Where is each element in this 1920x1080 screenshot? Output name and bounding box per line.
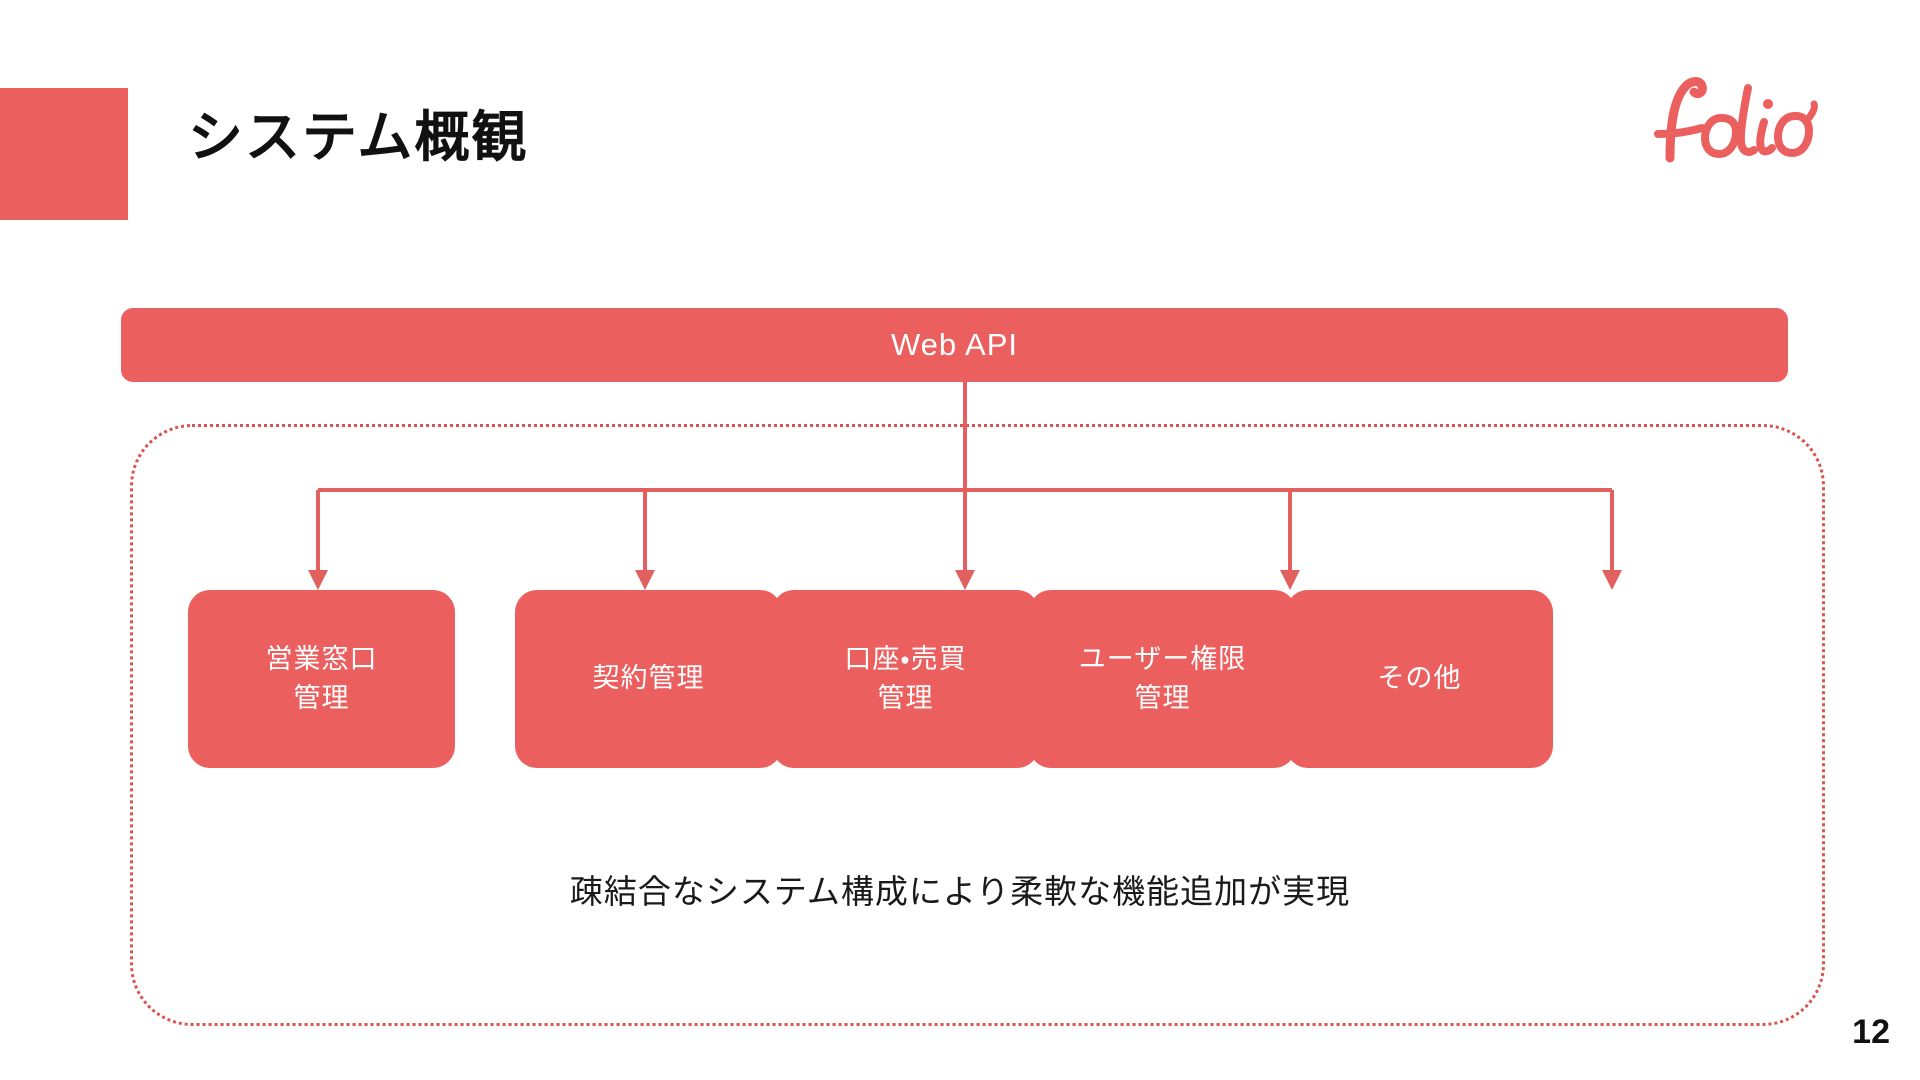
module-row: 営業窓口 管理 契約管理 口座・売買 管理 ユーザー権限 管理 その他: [188, 590, 1708, 768]
module-box-account-trading-management[interactable]: 口座・売買 管理: [772, 590, 1039, 768]
page-number: 12: [1852, 1013, 1890, 1051]
page-title: システム概観: [188, 106, 529, 168]
module-box-sales-window-management[interactable]: 営業窓口 管理: [188, 590, 455, 768]
module-box-other[interactable]: その他: [1286, 590, 1553, 768]
module-box-user-permission-management[interactable]: ユーザー権限 管理: [1029, 590, 1296, 768]
module-label-line-1: 営業窓口: [265, 643, 378, 674]
module-label-line-1: 口座・売買: [844, 643, 967, 674]
module-label-line-2: 管理: [1134, 683, 1191, 713]
module-label-line-1: その他: [1377, 663, 1462, 694]
header-accent-block: [0, 88, 128, 220]
system-group-frame: [130, 424, 1825, 1026]
web-api-label: Web API: [890, 327, 1019, 362]
web-api-node[interactable]: Web API: [121, 308, 1788, 382]
module-label-line-2: 管理: [877, 683, 934, 713]
folio-logo-icon: [1648, 72, 1824, 168]
module-label-line-2: 管理: [293, 683, 350, 713]
module-label-line-1: 契約管理: [592, 663, 705, 694]
module-box-contract-management[interactable]: 契約管理: [515, 590, 782, 768]
diagram-caption: 疎結合なシステム構成により柔軟な機能追加が実現: [569, 873, 1351, 910]
module-label-line-1: ユーザー権限: [1078, 643, 1247, 674]
